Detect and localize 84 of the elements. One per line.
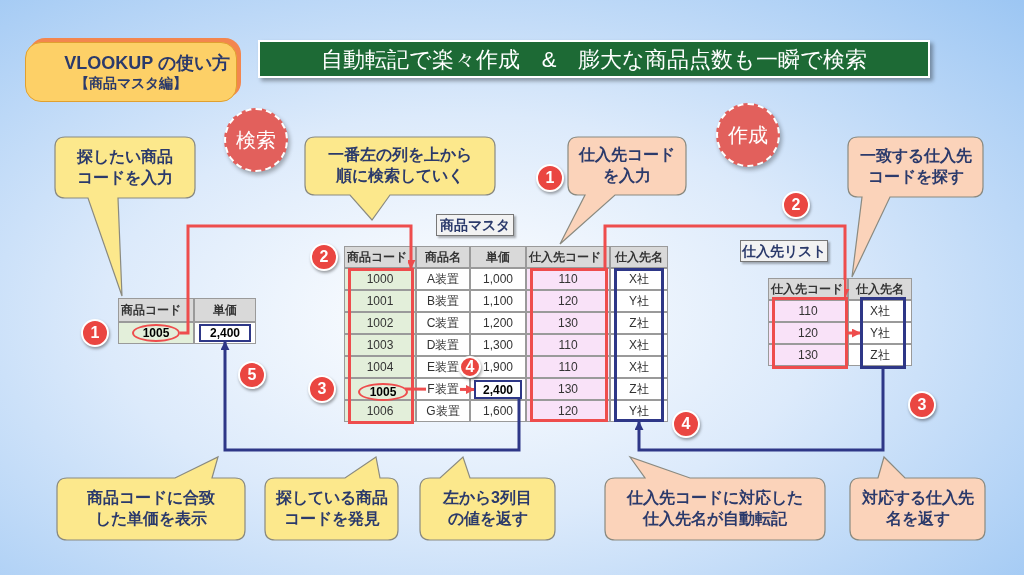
table-cell: 単価 [470,246,526,268]
step-number-badge: 3 [908,391,936,419]
column-highlight [614,268,664,422]
table-cell: 110 [768,300,848,322]
title-banner: 自動転記で楽々作成 & 膨大な商品点数も一瞬で検索 [258,40,930,78]
connector-arrow [220,341,521,452]
speech-bubble [850,457,985,540]
bubble-text: 仕入先コードに対応した仕入先名が自動転記 [625,488,804,529]
speech-bubble [57,457,245,540]
table-cell: 110 [526,334,610,356]
table-cell: 1,600 [470,400,526,422]
speech-bubble [420,457,555,540]
step-number-badge: 1 [81,319,109,347]
table-cell: D装置 [416,334,470,356]
table-cell: Z社 [610,378,668,400]
bubble-text: 商品コードに合致した単価を表示 [86,488,216,529]
table-cell: 120 [526,290,610,312]
table-cell: 1,000 [470,268,526,290]
highlight-oval: 1005 [132,324,180,342]
table-cell: 1,200 [470,312,526,334]
bubble-text: 対応する仕入先名を返す [860,488,975,529]
step-number-badge: 5 [238,361,266,389]
table-cell: 120 [768,322,848,344]
speech-bubble [265,457,398,540]
table-cell: 商品コード [344,246,416,268]
table-cell: 110 [526,356,610,378]
table-cell: 仕入先名 [848,278,912,300]
table-cell: 商品名 [416,246,470,268]
table-caption: 仕入先リスト [740,240,828,262]
column-highlight [530,268,608,422]
table-cell: 仕入先名 [610,246,668,268]
step-number-badge: 2 [310,243,338,271]
step-number-badge: 1 [536,164,564,192]
table-cell: X社 [848,300,912,322]
connector-arrow [634,369,885,452]
table-cell: 130 [526,312,610,334]
column-highlight [772,297,848,369]
subtitle-text: 【商品マスタ編】 [75,74,187,92]
column-highlight [860,297,906,369]
table-cell: B装置 [416,290,470,312]
table-cell: 1004 [344,356,416,378]
highlight-oval: 1005 [358,383,408,401]
table-cell: 商品コード [118,298,194,322]
bubble-text: 探したい商品コードを入力 [75,146,174,188]
step-number-badge: 4 [672,410,700,438]
table-cell: 1,300 [470,334,526,356]
table-cell: F装置 [416,378,470,400]
table-cell: Y社 [610,290,668,312]
connector-arrow [603,224,850,298]
table-cell: 単価 [194,298,256,322]
table-cell: 1,100 [470,290,526,312]
table-cell: Z社 [610,312,668,334]
table-cell: Z社 [848,344,912,366]
bubble-text: 仕入先コードを入力 [577,145,676,186]
bubble-text: 一番左の列を上から順に検索していく [327,145,473,186]
table-cell: 1001 [344,290,416,312]
value-cell: 2,400 [199,324,251,342]
bubble-text: 探している商品コードを発見 [274,488,389,529]
column-highlight [348,268,414,424]
value-cell: 2,400 [474,380,522,399]
table-cell: A装置 [416,268,470,290]
table-cell: C装置 [416,312,470,334]
table-cell: 130 [768,344,848,366]
speech-bubble [560,137,686,244]
table-cell: 1003 [344,334,416,356]
table-cell: X社 [610,356,668,378]
step-number-badge: 3 [308,375,336,403]
table-cell: G装置 [416,400,470,422]
table-cell: 130 [526,378,610,400]
table-cell: X社 [610,334,668,356]
connector-arrow [848,328,861,338]
step-number-badge: 2 [782,191,810,219]
speech-bubble [848,137,983,277]
bubble-text: 左から3列目の値を返す [442,488,533,529]
connector-arrow [180,224,416,335]
table-cell: 1006 [344,400,416,422]
table-cell: 1002 [344,312,416,334]
title-text: VLOOKUP の使い方 [63,52,230,75]
bubble-text: 一致する仕入先コードを探す [858,146,973,187]
speech-bubble [305,137,495,220]
table-cell: 仕入先コード [526,246,610,268]
speech-bubble [605,457,825,540]
table-caption: 商品マスタ [436,214,514,236]
speech-bubble [55,137,195,296]
